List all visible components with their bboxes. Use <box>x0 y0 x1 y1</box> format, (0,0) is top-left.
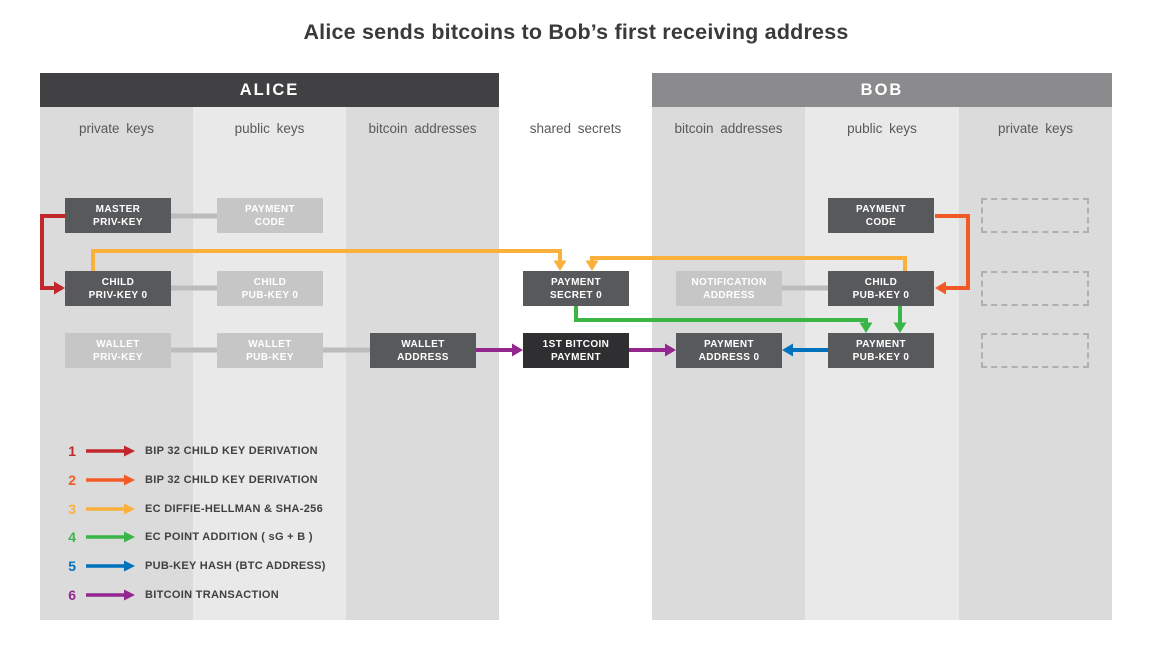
legend-item-6: 6 BITCOIN TRANSACTION <box>60 580 326 609</box>
green-arrow-icon <box>86 531 135 543</box>
bob-payment-code-box: PAYMENT CODE <box>828 198 934 233</box>
shared-secrets-col-label: shared secrets <box>529 120 622 136</box>
payment-pub-key-box: PAYMENT PUB-KEY 0 <box>828 333 934 368</box>
bob-col-label-public-keys: public keys <box>847 120 917 136</box>
legend-number-3: 3 <box>68 500 76 517</box>
legend-item-2: 2 BIP 32 CHILD KEY DERIVATION <box>60 466 326 495</box>
bob-child-pub-key-box: CHILD PUB-KEY 0 <box>828 271 934 306</box>
bob-panel-header: BOB <box>652 73 1112 107</box>
legend: 1 BIP 32 CHILD KEY DERIVATION 2 BIP 32 C… <box>60 437 326 609</box>
bob-hidden-priv-key-box-1 <box>981 198 1089 233</box>
bob-col-label-private-keys: private keys <box>997 120 1074 136</box>
yellow-arrow-icon <box>86 503 135 515</box>
orange-arrow-icon <box>86 474 135 486</box>
master-priv-key-box: MASTER PRIV-KEY <box>65 198 171 233</box>
notification-address-box: NOTIFICATION ADDRESS <box>676 271 782 306</box>
bob-hidden-priv-key-box-3 <box>981 333 1089 368</box>
alice-col-label-addresses: bitcoin addresses <box>368 120 477 136</box>
diagram-title: Alice sends bitcoins to Bob’s first rece… <box>303 20 849 44</box>
legend-label-6: BITCOIN TRANSACTION <box>145 588 280 601</box>
purple-arrowhead-left <box>512 343 523 357</box>
yellow-arrowhead-right <box>585 260 599 271</box>
blue-arrow-icon <box>86 560 135 572</box>
legend-label-1: BIP 32 CHILD KEY DERIVATION <box>145 445 318 458</box>
legend-item-5: 5 PUB-KEY HASH (BTC ADDRESS) <box>60 552 326 581</box>
yellow-arrowhead-left <box>553 260 567 271</box>
alice-payment-code-box: PAYMENT CODE <box>217 198 323 233</box>
wallet-pub-key-box: WALLET PUB-KEY <box>217 333 323 368</box>
wallet-address-box: WALLET ADDRESS <box>370 333 476 368</box>
first-bitcoin-payment-box: 1ST BITCOIN PAYMENT <box>523 333 629 368</box>
red-arrow-icon <box>86 445 135 457</box>
legend-label-4: EC POINT ADDITION ( sG + B ) <box>145 531 313 544</box>
purple-arrow-icon <box>86 589 135 601</box>
legend-number-2: 2 <box>68 472 76 489</box>
legend-number-6: 6 <box>68 586 76 603</box>
legend-item-3: 3 EC DIFFIE-HELLMAN & SHA-256 <box>60 494 326 523</box>
legend-number-1: 1 <box>68 443 76 460</box>
legend-number-4: 4 <box>68 529 76 546</box>
bob-panel-title: BOB <box>860 80 904 99</box>
wallet-priv-key-box: WALLET PRIV-KEY <box>65 333 171 368</box>
alice-panel-header: ALICE <box>40 73 499 107</box>
legend-item-1: 1 BIP 32 CHILD KEY DERIVATION <box>60 437 326 466</box>
alice-panel-title: ALICE <box>239 80 300 99</box>
legend-number-5: 5 <box>68 558 76 575</box>
payment-address-box: PAYMENT ADDRESS 0 <box>676 333 782 368</box>
bob-col-label-addresses: bitcoin addresses <box>674 120 783 136</box>
alice-col-label-public-keys: public keys <box>234 120 305 136</box>
child-priv-key-box: CHILD PRIV-KEY 0 <box>65 271 171 306</box>
legend-label-3: EC DIFFIE-HELLMAN & SHA-256 <box>145 502 323 515</box>
legend-item-4: 4 EC POINT ADDITION ( sG + B ) <box>60 523 326 552</box>
legend-label-2: BIP 32 CHILD KEY DERIVATION <box>145 474 318 487</box>
bob-private-keys-column <box>959 107 1112 620</box>
alice-col-label-private-keys: private keys <box>78 120 155 136</box>
payment-secret-box: PAYMENT SECRET 0 <box>523 271 629 306</box>
legend-label-5: PUB-KEY HASH (BTC ADDRESS) <box>145 560 326 573</box>
alice-child-pub-key-box: CHILD PUB-KEY 0 <box>217 271 323 306</box>
bob-hidden-priv-key-box-2 <box>981 271 1089 306</box>
